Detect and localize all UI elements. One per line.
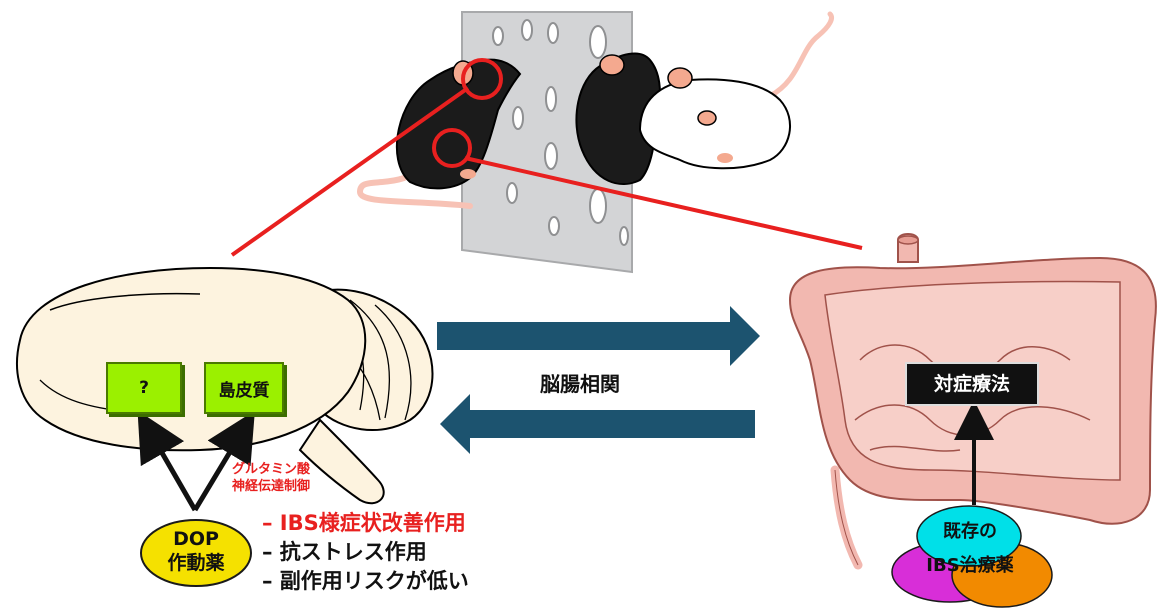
effect-low-risk: – 副作用リスクが低い — [262, 567, 469, 596]
glutamate-line2: 神経伝達制御 — [232, 478, 310, 495]
drug-label-line1: DOP — [141, 527, 251, 551]
drug-label-line2: 作動薬 — [141, 551, 251, 575]
drug-label: DOP 作動薬 — [141, 527, 251, 575]
arrow-brain-to-gut — [437, 306, 760, 366]
white-mouse — [640, 79, 790, 168]
insula-label: 島皮質 — [219, 376, 270, 401]
brain-gut-axis-label: 脳腸相関 — [540, 368, 620, 397]
drug-effects-list: – IBS様症状改善作用 – 抗ストレス作用 – 副作用リスクが低い — [262, 509, 469, 596]
mouse-tail-right — [770, 14, 832, 96]
unknown-region-label: ? — [139, 378, 149, 398]
effect-anti-stress: – 抗ストレス作用 — [262, 538, 469, 567]
effect-ibs: – IBS様症状改善作用 — [262, 509, 469, 538]
mouse-scene — [360, 12, 832, 272]
existing-drug-line2: IBS治療薬 — [905, 552, 1035, 580]
existing-drug-line1: 既存の — [905, 518, 1035, 546]
glutamate-line1: グルタミン酸 — [232, 461, 310, 478]
insula-box: 島皮質 — [204, 362, 284, 414]
unknown-region-box: ? — [106, 362, 182, 414]
glutamate-label: グルタミン酸 神経伝達制御 — [232, 461, 310, 495]
symptomatic-therapy-box: 対症療法 — [905, 362, 1039, 406]
existing-drug-label: 既存の IBS治療薬 — [905, 518, 1035, 580]
arrow-gut-to-brain — [440, 394, 755, 454]
